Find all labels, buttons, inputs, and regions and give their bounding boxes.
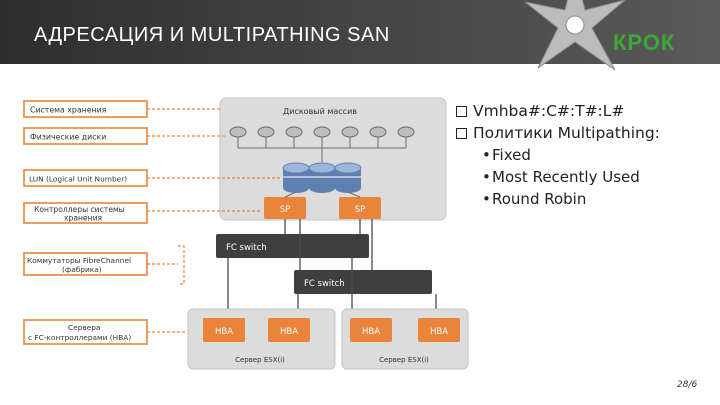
fc-switch-1: FC switch (216, 234, 369, 258)
lun-cylinders (282, 162, 362, 193)
svg-text:Коммутаторы FibreChannel: Коммутаторы FibreChannel (27, 256, 131, 265)
legend-storage-system: Система хранения (23, 100, 148, 118)
svg-text:SP: SP (355, 205, 366, 215)
hba-3: HBA (350, 318, 392, 342)
svg-text:Сервера: Сервера (68, 323, 101, 332)
svg-text:LUN (Logical Unit Number): LUN (Logical Unit Number) (29, 175, 127, 184)
svg-text:хранения: хранения (64, 214, 102, 223)
svg-text:Сервер ESX(i): Сервер ESX(i) (235, 356, 285, 364)
sub-item-round-robin: •Round Robin (482, 190, 587, 208)
legend-connectors (147, 108, 282, 333)
checkbox-bullet-icon (456, 128, 467, 139)
fc-bracket (178, 245, 185, 285)
svg-text:HBA: HBA (362, 327, 380, 337)
legend-storage-controllers: Контроллеры системы хранения (23, 202, 148, 224)
storage-processor-a: SP (264, 197, 306, 219)
sub-item-mru: •Most Recently Used (482, 168, 640, 186)
legend-physical-disks: Физические диски (23, 127, 148, 145)
legend-servers-hba: Сервера с FC-контроллерами (HBA) (23, 319, 148, 345)
svg-text:FC switch: FC switch (226, 243, 267, 253)
disk-array-title: Дисковый массив (283, 107, 357, 116)
svg-text:Сервер ESX(i): Сервер ESX(i) (379, 356, 429, 364)
svg-text:SP: SP (280, 205, 291, 215)
slide-title: АДРЕСАЦИЯ И MULTIPATHING SAN (34, 24, 390, 46)
checkbox-bullet-icon (456, 106, 467, 117)
svg-text:HBA: HBA (430, 327, 448, 337)
svg-text:с FC-контроллерами (HBA): с FC-контроллерами (HBA) (28, 333, 131, 342)
fabric-cabling (227, 219, 437, 318)
svg-text:Контроллеры системы: Контроллеры системы (34, 205, 125, 214)
svg-text:Физические диски: Физические диски (30, 133, 106, 142)
bullet-item-vmhba: Vmhba#:C#:T#:L# (456, 100, 712, 122)
storage-processor-b: SP (339, 197, 381, 219)
svg-text:(фабрика): (фабрика) (62, 265, 102, 274)
company-logo-text: КРОК (613, 30, 676, 55)
hba-2: HBA (268, 318, 310, 342)
fc-switch-2: FC switch (294, 270, 432, 294)
bullet-item-policies: Политики Multipathing: (456, 122, 712, 144)
svg-text:HBA: HBA (215, 327, 233, 337)
hba-1: HBA (203, 318, 245, 342)
hba-4: HBA (418, 318, 460, 342)
shuriken-logo-icon (524, 0, 626, 71)
svg-text:Система хранения: Система хранения (30, 106, 107, 115)
bullet-list: Vmhba#:C#:T#:L# Политики Multipathing: •… (456, 100, 712, 210)
disk-bus-lines (237, 137, 407, 162)
legend-lun: LUN (Logical Unit Number) (23, 169, 148, 187)
sub-item-fixed: •Fixed (482, 146, 531, 164)
lun-to-sp-lines (284, 191, 361, 198)
page-number: 28/6 (677, 380, 698, 390)
header-bar: АДРЕСАЦИЯ И MULTIPATHING SAN КРОК (0, 0, 720, 71)
svg-text:HBA: HBA (280, 327, 298, 337)
disk-array-box (219, 97, 447, 221)
svg-text:FC switch: FC switch (304, 279, 345, 289)
legend-fc-switches: Коммутаторы FibreChannel (фабрика) (23, 252, 148, 276)
